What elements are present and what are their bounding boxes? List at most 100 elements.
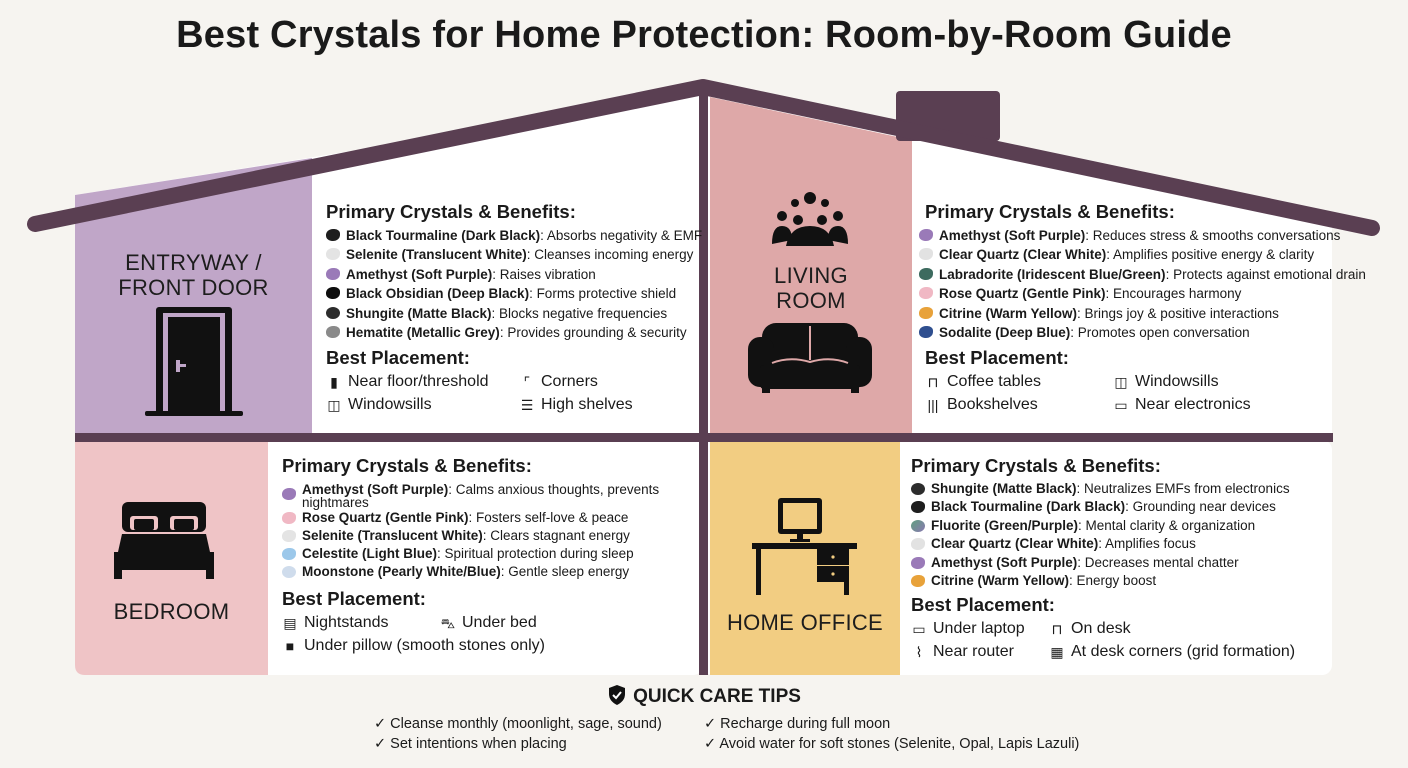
black-obsidian-icon: [326, 287, 340, 299]
home-office-color-panel: [710, 442, 900, 675]
bedroom-info-panel: Primary Crystals & Benefits: Amethyst (S…: [282, 456, 682, 657]
placement-item: ☰High shelves: [519, 394, 702, 416]
bedroom-label: BEDROOM: [113, 599, 230, 624]
door-icon: [145, 307, 243, 416]
crystal-item: Fluorite (Green/Purple): Mental clarity …: [911, 517, 1295, 536]
labradorite-icon: [919, 267, 933, 280]
living-room-label-line1: LIVING: [774, 263, 848, 288]
living-room-placement-heading: Best Placement:: [925, 346, 1069, 368]
placement-item: ▭Under laptop: [911, 618, 1031, 640]
tips-heading: QUICK CARE TIPS: [633, 686, 801, 707]
crystal-item: Celestite (Light Blue): Spiritual protec…: [282, 545, 682, 563]
living-room-crystals-heading: Primary Crystals & Benefits:: [925, 201, 1175, 222]
bedroom-placement-list: ▤Nightstands ⛍Under bed ■Under pillow (s…: [282, 612, 682, 657]
pillow-icon: ■: [285, 638, 295, 654]
shield-check-icon: [609, 685, 626, 705]
selenite-icon: [326, 248, 340, 260]
tip-item: ✓ Recharge during full moon: [704, 716, 891, 732]
crystal-item: Hematite (Metallic Grey): Provides groun…: [326, 323, 702, 343]
crystal-item: Rose Quartz (Gentle Pink): Encourages ha…: [919, 284, 1366, 304]
crystal-item: Clear Quartz (Clear White): Amplifies fo…: [911, 535, 1295, 554]
crystal-item: Shungite (Matte Black): Blocks negative …: [326, 304, 702, 324]
amethyst-icon: [919, 228, 933, 241]
placement-item: ⊓Coffee tables: [925, 371, 1095, 393]
crystal-item: Amethyst (Soft Purple): Raises vibration: [326, 265, 702, 285]
fluorite-icon: [911, 519, 925, 532]
crystal-item: Moonstone (Pearly White/Blue): Gentle sl…: [282, 563, 682, 581]
placement-item: ■Under pillow (smooth stones only): [282, 635, 682, 657]
crystal-item: Black Tourmaline (Dark Black): Grounding…: [911, 498, 1295, 517]
placement-item: ⌇Near router: [911, 641, 1031, 663]
bed-small-icon: ⛍: [440, 615, 456, 631]
router-icon: ⌇: [915, 644, 923, 660]
bedroom-placement-heading: Best Placement:: [282, 587, 426, 609]
home-office-placement-heading: Best Placement:: [911, 593, 1055, 615]
black-tourmaline-icon: [911, 501, 925, 513]
placement-item: ⊓On desk: [1049, 618, 1295, 640]
amethyst-icon: [911, 556, 925, 569]
placement-item: ⌜Corners: [519, 371, 702, 393]
placement-item: ⛍Under bed: [440, 612, 682, 634]
page-title: Best Crystals for Home Protection: Room-…: [176, 14, 1232, 56]
placement-item: |||Bookshelves: [925, 394, 1095, 416]
entryway-label-line2: FRONT DOOR: [118, 275, 269, 300]
entryway-crystals-heading: Primary Crystals & Benefits:: [326, 201, 576, 222]
laptop-icon: ▭: [912, 621, 926, 637]
roof: [27, 79, 1380, 236]
sodalite-icon: [919, 326, 933, 338]
crystal-item: Black Obsidian (Deep Black): Forms prote…: [326, 284, 702, 304]
home-office-crystals-heading: Primary Crystals & Benefits:: [911, 455, 1161, 476]
crystal-item: Sodalite (Deep Blue): Promotes open conv…: [919, 323, 1366, 343]
tips-heading-row: QUICK CARE TIPS: [0, 684, 1408, 710]
placement-item: ◫Windowsills: [1113, 371, 1366, 393]
clear-quartz-icon: [911, 538, 925, 550]
crystal-item: Amethyst (Soft Purple): Decreases mental…: [911, 554, 1295, 573]
shelf-icon: ☰: [520, 397, 534, 413]
citrine-icon: [911, 575, 925, 587]
window-icon: ◫: [1114, 374, 1128, 390]
tip-item: ✓ Cleanse monthly (moonlight, sage, soun…: [374, 716, 662, 732]
entryway-placement-list: ▮Near floor/threshold ⌜Corners ◫Windowsi…: [326, 371, 702, 416]
electronics-icon: ▭: [1114, 397, 1128, 413]
hematite-icon: [326, 326, 340, 338]
entryway-label: ENTRYWAY / FRONT DOOR: [75, 250, 312, 300]
crystal-item: Selenite (Translucent White): Cleanses i…: [326, 245, 702, 265]
sofa-icon: [748, 323, 872, 393]
living-room-info-panel: Primary Crystals & Benefits: Amethyst (S…: [919, 202, 1366, 416]
bedroom-crystals-heading: Primary Crystals & Benefits:: [282, 455, 532, 476]
crystal-item: Clear Quartz (Clear White): Amplifies po…: [919, 245, 1366, 265]
amethyst-icon: [282, 487, 296, 500]
quick-care-tips: QUICK CARE TIPS ✓ Cleanse monthly (moonl…: [0, 684, 1408, 752]
grid-icon: ▦: [1050, 644, 1064, 660]
placement-item: ▤Nightstands: [282, 612, 422, 634]
crystal-item: Labradorite (Iridescent Blue/Green): Pro…: [919, 265, 1366, 285]
entryway-info-panel: Primary Crystals & Benefits: Black Tourm…: [326, 202, 702, 416]
home-office-info-panel: Primary Crystals & Benefits: Shungite (M…: [911, 456, 1295, 663]
shungite-icon: [911, 482, 925, 495]
window-icon: ◫: [327, 397, 341, 413]
coffee-table-icon: ⊓: [927, 374, 939, 390]
crystal-item: Selenite (Translucent White): Clears sta…: [282, 527, 682, 545]
entryway-label-line1: ENTRYWAY /: [125, 250, 262, 275]
rose-quartz-icon: [282, 511, 296, 524]
crystal-item: Citrine (Warm Yellow): Brings joy & posi…: [919, 304, 1366, 324]
tip-item: ✓ Set intentions when placing: [374, 736, 567, 752]
crystal-item: Rose Quartz (Gentle Pink): Fosters self-…: [282, 509, 682, 527]
rose-quartz-icon: [919, 287, 933, 299]
living-room-label: LIVING ROOM: [710, 263, 912, 313]
entryway-color-panel: [75, 158, 312, 434]
crystal-item: Amethyst (Soft Purple): Reduces stress &…: [919, 226, 1366, 246]
shungite-icon: [326, 306, 340, 319]
desk-icon: ⊓: [1051, 621, 1063, 637]
entryway-placement-heading: Best Placement:: [326, 346, 470, 368]
black-tourmaline-icon: [326, 228, 340, 241]
celestite-icon: [282, 547, 296, 560]
door-small-icon: ▮: [330, 374, 338, 390]
home-office-placement-list: ▭Under laptop ⊓On desk ⌇Near router ▦At …: [911, 618, 1295, 663]
selenite-icon: [282, 529, 296, 542]
living-room-placement-list: ⊓Coffee tables ◫Windowsills |||Bookshelv…: [925, 371, 1366, 416]
moonstone-icon: [282, 565, 296, 578]
bed-icon: [114, 502, 214, 579]
tips-column-left: ✓ Cleanse monthly (moonlight, sage, soun…: [374, 714, 662, 754]
corner-icon: ⌜: [523, 374, 531, 390]
